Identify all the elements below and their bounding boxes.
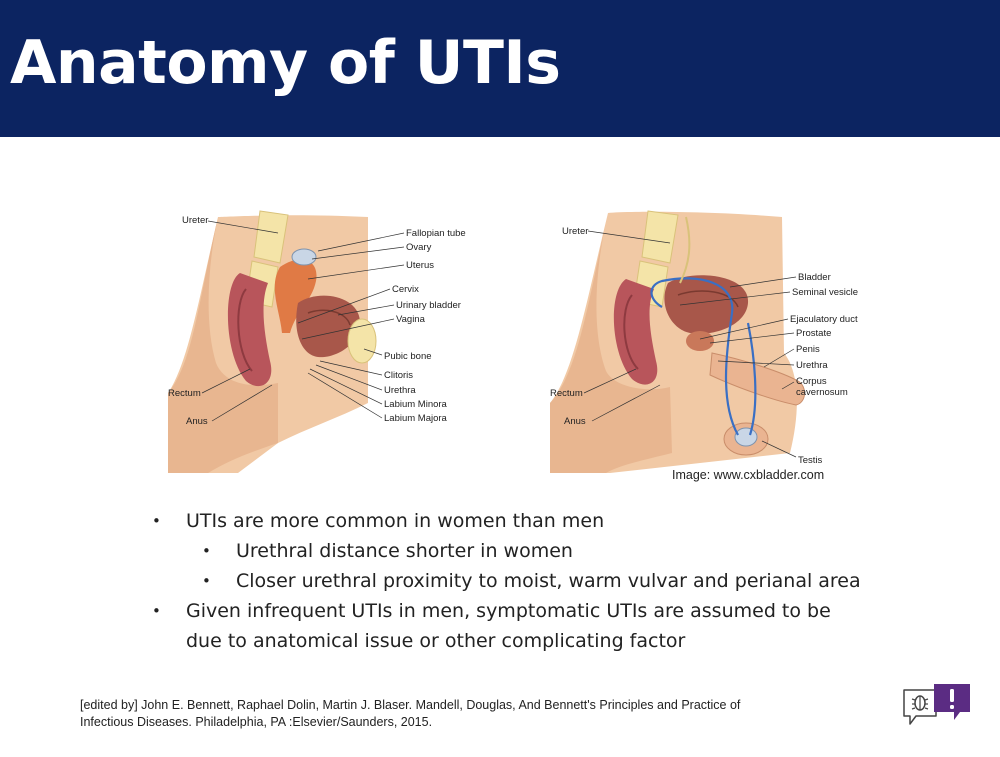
female-label-ovary: Ovary — [406, 242, 432, 253]
female-label-clitoris: Clitoris — [384, 370, 413, 381]
male-label-urethra: Urethra — [796, 360, 828, 371]
image-credit: Image: www.cxbladder.com — [672, 468, 825, 482]
bullet-list: • UTIs are more common in women than men… — [150, 506, 950, 656]
sub-bullet-item: • Urethral distance shorter in women — [150, 536, 950, 566]
bullet-continuation: due to anatomical issue or other complic… — [186, 630, 686, 652]
male-label-anus: Anus — [564, 416, 586, 427]
male-label-bladder: Bladder — [798, 272, 831, 283]
female-label-vagina: Vagina — [396, 314, 426, 325]
male-label-corpus: Corpus — [796, 376, 827, 387]
male-label-testis: Testis — [798, 455, 823, 466]
female-label-fallopian-tube: Fallopian tube — [406, 228, 466, 239]
male-label-ejaculatory-duct: Ejaculatory duct — [790, 314, 858, 325]
male-label-ureter: Ureter — [562, 226, 588, 237]
female-label-urethra: Urethra — [384, 385, 416, 396]
female-label-ureter: Ureter — [182, 215, 208, 226]
male-label-prostate: Prostate — [796, 328, 831, 339]
citation: [edited by] John E. Bennett, Raphael Dol… — [80, 697, 860, 731]
male-label-penis: Penis — [796, 344, 820, 355]
female-anatomy-figure: Ureter Fallopian tube Ovary Uterus Cervi… — [168, 203, 486, 473]
bullet-glyph: • — [202, 542, 211, 560]
exclamation-icon — [934, 684, 970, 720]
female-label-pubic-bone: Pubic bone — [384, 351, 432, 362]
female-anatomy-illustration: Ureter Fallopian tube Ovary Uterus Cervi… — [168, 210, 466, 473]
bullet-item: • Given infrequent UTIs in men, symptoma… — [150, 596, 950, 626]
bullet-text: UTIs are more common in women than men — [186, 510, 605, 532]
logo-illustration — [903, 684, 970, 725]
female-label-labium-minora: Labium Minora — [384, 399, 448, 410]
slide-title: Anatomy of UTIs — [10, 28, 561, 98]
female-label-cervix: Cervix — [392, 284, 419, 295]
bullet-glyph: • — [152, 512, 161, 530]
female-label-uterus: Uterus — [406, 260, 434, 271]
bug-icon — [903, 689, 937, 725]
female-label-urinary-bladder: Urinary bladder — [396, 300, 461, 311]
male-anatomy-illustration: Ureter Bladder Seminal vesicle Ejaculato… — [550, 210, 858, 473]
female-label-labium-majora: Labium Majora — [384, 413, 448, 424]
sub-bullet-item: • Closer urethral proximity to moist, wa… — [150, 566, 950, 596]
bullet-text: Closer urethral proximity to moist, warm… — [236, 570, 861, 592]
bullet-text: Urethral distance shorter in women — [236, 540, 573, 562]
title-bar: Anatomy of UTIs — [0, 0, 1000, 137]
brand-logo — [902, 682, 974, 730]
citation-line: [edited by] John E. Bennett, Raphael Dol… — [80, 698, 741, 712]
bullet-glyph: • — [202, 572, 211, 590]
male-label-rectum: Rectum — [550, 388, 583, 399]
female-label-anus: Anus — [186, 416, 208, 427]
male-label-seminal-vesicle: Seminal vesicle — [792, 287, 858, 298]
male-label-cavernosum: cavernosum — [796, 387, 848, 398]
male-anatomy-figure: Ureter Bladder Seminal vesicle Ejaculato… — [550, 203, 870, 473]
citation-line: Infectious Diseases. Philadelphia, PA :E… — [80, 715, 433, 729]
bullet-glyph: • — [152, 602, 161, 620]
female-label-rectum: Rectum — [168, 388, 201, 399]
bullet-item: • UTIs are more common in women than men — [150, 506, 950, 536]
bullet-text: Given infrequent UTIs in men, symptomati… — [186, 600, 831, 622]
